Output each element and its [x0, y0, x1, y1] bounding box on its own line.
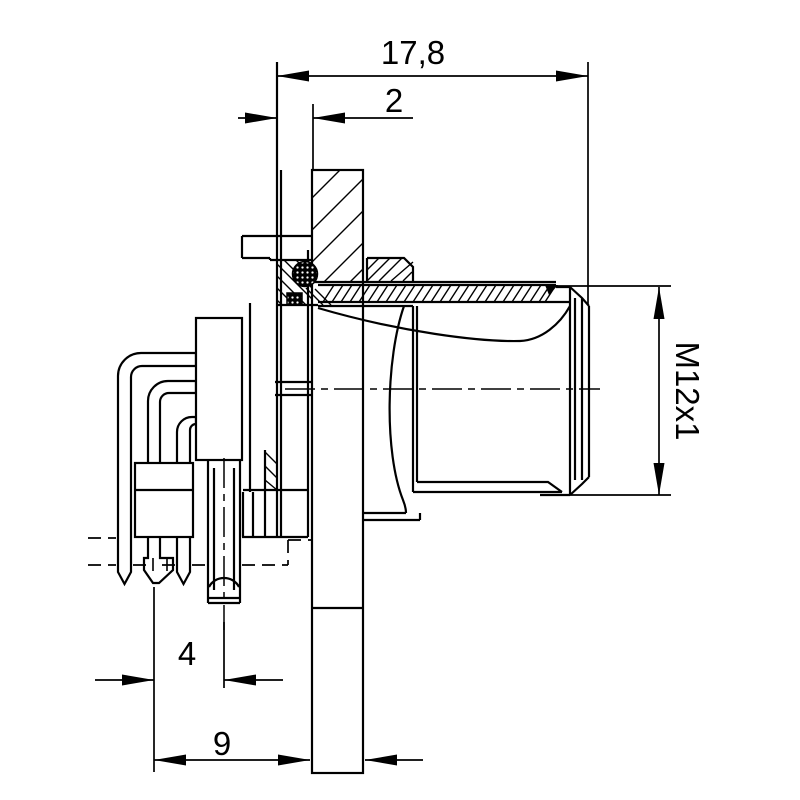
barrel-body — [318, 304, 563, 494]
arrow-pitch-left — [122, 674, 154, 686]
barrel-end-face — [540, 285, 591, 497]
arrow-front-left — [245, 112, 277, 124]
arrow-flange-right — [365, 754, 397, 766]
dim-pitch-label: 4 — [178, 635, 196, 672]
arrow-overall-right — [556, 70, 588, 82]
dim-row-label: 9 — [213, 725, 231, 762]
lower-block — [133, 461, 195, 539]
arrow-front-right — [313, 112, 345, 124]
insert-block — [194, 316, 244, 462]
arrow-overall-left — [277, 70, 309, 82]
dim-overall-label: 17,8 — [381, 34, 445, 71]
dim-front-label: 2 — [385, 82, 403, 119]
shoulder-hatch — [366, 257, 414, 282]
thread-hatch — [322, 284, 557, 303]
hidden-lines — [88, 537, 311, 566]
cone-curves — [317, 305, 571, 522]
hidden-contour — [88, 537, 311, 566]
o-ring-seal — [291, 260, 319, 288]
dim-thread-label: M12x1 — [669, 341, 706, 440]
flange-hatch — [311, 169, 364, 283]
dimension-labels: 17,8 2 M12x1 4 9 — [178, 34, 706, 762]
arrow-thread-top — [653, 287, 665, 319]
thread-runout — [545, 285, 558, 295]
flat-gasket — [286, 292, 303, 306]
dimension-arrows — [122, 70, 665, 766]
center-lines — [223, 388, 600, 630]
arrow-thread-bottom — [653, 463, 665, 495]
arrow-pitch-right — [224, 674, 256, 686]
thread-band — [312, 280, 570, 304]
arrow-row-left — [154, 754, 186, 766]
flange-bar — [310, 168, 365, 775]
pin-outer — [116, 351, 198, 587]
arrow-row-right — [278, 754, 310, 766]
carrier-lines — [240, 62, 318, 539]
part-outlines — [116, 62, 591, 775]
dim-overall-lines — [276, 62, 589, 305]
seal-rings — [286, 260, 558, 306]
dim-thread-lines — [540, 285, 671, 496]
